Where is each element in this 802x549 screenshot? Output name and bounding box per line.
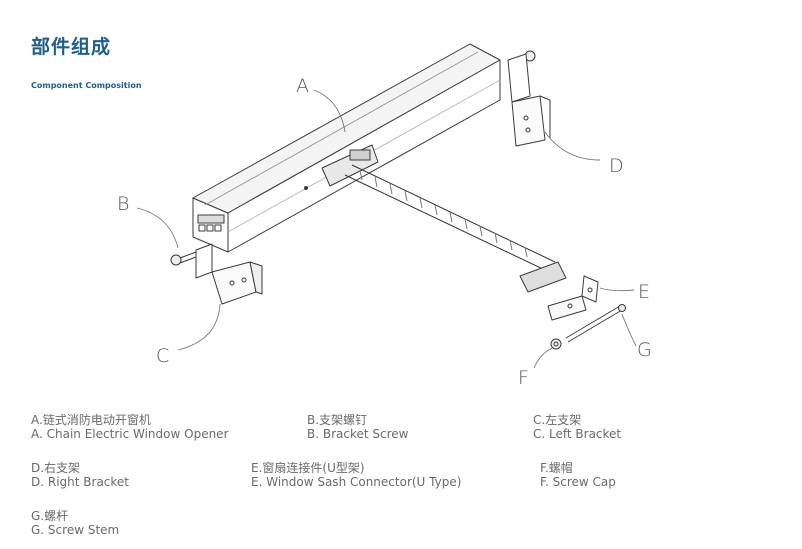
chain-window-opener — [192, 43, 501, 253]
leader-f — [533, 347, 553, 369]
exploded-diagram: A B C D E F G — [117, 43, 652, 389]
legend-item-d: D.右支架 D. Right Bracket — [31, 461, 130, 489]
callout-g: G — [637, 339, 652, 361]
callout-a: A — [296, 75, 309, 97]
leader-d — [544, 131, 601, 161]
window-sash-connector — [547, 275, 599, 321]
leader-e — [599, 287, 635, 292]
callout-c: C — [156, 345, 169, 367]
left-bracket — [195, 243, 263, 305]
leader-g — [621, 313, 637, 347]
leader-c — [177, 303, 221, 351]
screw-stem — [565, 304, 626, 343]
right-bracket — [507, 50, 551, 147]
leader-a — [313, 89, 346, 133]
callout-b: B — [117, 193, 129, 215]
screw-cap — [550, 338, 562, 350]
legend-item-g: G.螺杆 G. Screw Stem — [31, 509, 120, 537]
callout-f: F — [518, 367, 529, 389]
legend-item-a: A.链式消防电动开窗机 A. Chain Electric Window Ope… — [31, 413, 229, 441]
legend-item-c: C.左支架 C. Left Bracket — [533, 413, 622, 441]
legend-item-f: F.螺帽 F. Screw Cap — [540, 461, 616, 489]
chain — [344, 164, 567, 293]
legend-item-b: B.支架螺钉 B. Bracket Screw — [307, 413, 409, 441]
legend-item-e: E.窗扇连接件(U型架) E. Window Sash Connector(U … — [251, 461, 462, 489]
leader-b — [136, 207, 179, 249]
callout-d: D — [609, 155, 624, 177]
callout-e: E — [638, 281, 650, 303]
page-title: 部件组成 — [31, 36, 112, 58]
page-subtitle: Component Composition — [31, 81, 142, 90]
bracket-screw — [170, 251, 197, 266]
